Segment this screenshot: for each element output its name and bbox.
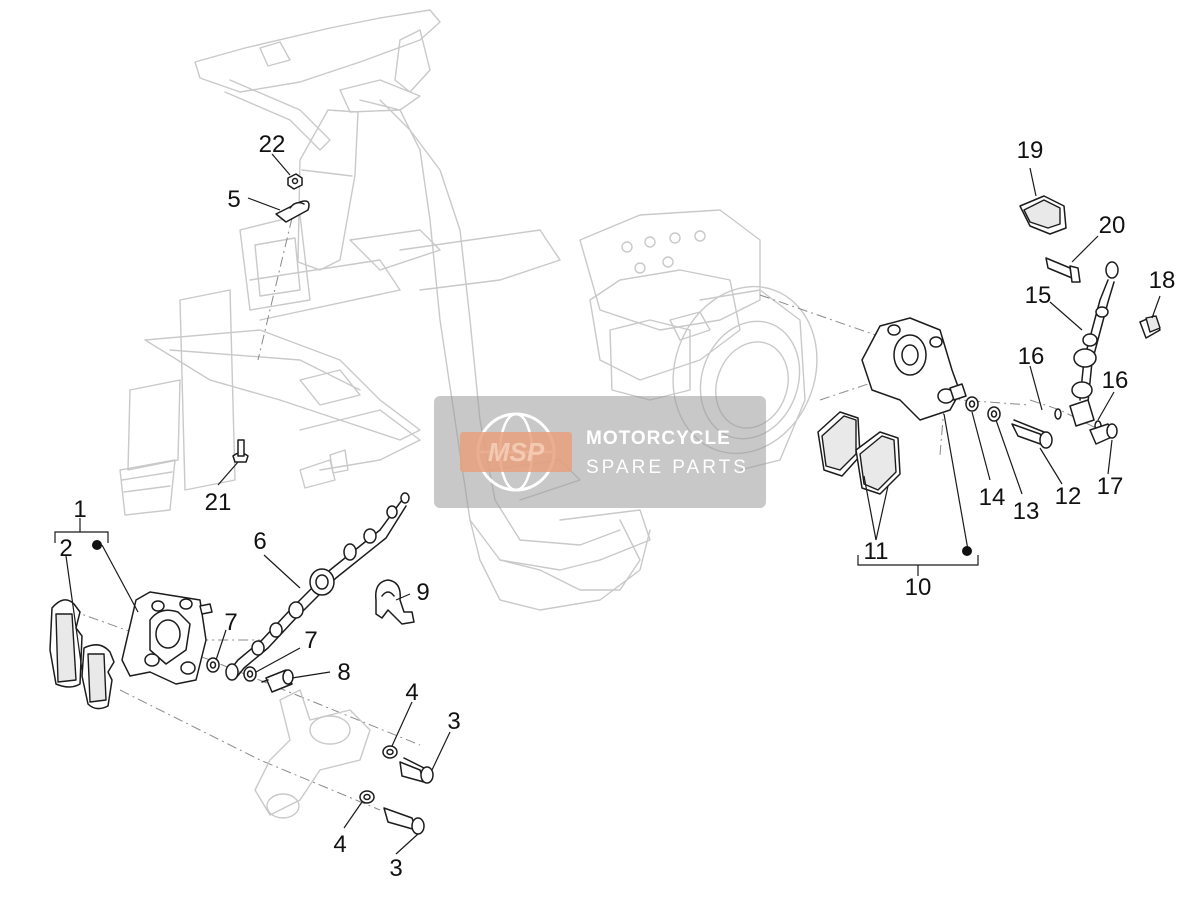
callout-12: 12: [1055, 483, 1082, 510]
callout-16-left: 16: [1018, 343, 1045, 370]
callout-18: 18: [1149, 267, 1176, 294]
callout-7-upper: 7: [224, 609, 237, 636]
watermark-line-1: MOTORCYCLE: [586, 428, 731, 449]
part-12-bolt[interactable]: [1011, 419, 1053, 449]
callout-4-lower: 4: [333, 831, 346, 858]
part-8-banjo-bolt[interactable]: [261, 669, 294, 693]
part-15-brake-hose[interactable]: [1069, 261, 1119, 427]
watermark-line-2: SPARE PARTS: [586, 457, 749, 478]
callout-11: 11: [864, 538, 889, 565]
callout-19: 19: [1017, 137, 1044, 164]
callout-1: 1: [73, 496, 86, 523]
part-16-o-ring-a[interactable]: [1054, 408, 1062, 420]
part-13-washer[interactable]: [987, 406, 1001, 422]
watermark: MSP MOTORCYCLE SPARE PARTS: [434, 396, 766, 508]
part-14-washer[interactable]: [965, 396, 979, 412]
callout-20: 20: [1099, 212, 1126, 239]
watermark-badge: [460, 432, 572, 472]
scooter-frame-ghost: [119, 9, 818, 611]
part-18-clip[interactable]: [1139, 315, 1161, 339]
watermark-box: [434, 396, 766, 508]
watermark-badge-text: MSP: [488, 437, 545, 467]
part-21-screw[interactable]: [232, 439, 249, 463]
kit-marker-dot-right: [962, 546, 972, 556]
part-3-bolt-lower[interactable]: [383, 807, 425, 835]
callout-16-right: 16: [1102, 367, 1129, 394]
callout-14: 14: [979, 484, 1006, 511]
part-10-brake-caliper-right[interactable]: [861, 317, 967, 421]
caliper-mount-bracket: [254, 689, 371, 819]
part-4-washer-upper[interactable]: [382, 745, 398, 759]
part-2-brake-pads-left[interactable]: [49, 599, 115, 710]
callout-8: 8: [337, 659, 350, 686]
part-11-brake-pads-right[interactable]: [817, 411, 901, 495]
callout-17: 17: [1097, 473, 1124, 500]
part-5-clip[interactable]: [275, 200, 310, 223]
part-3-bolt-upper[interactable]: [399, 757, 434, 784]
leader-lines: [54, 153, 1161, 855]
part-17-banjo-fitting[interactable]: [1089, 423, 1118, 445]
callout-10: 10: [905, 574, 932, 601]
callout-22: 22: [259, 131, 286, 158]
callout-7-lower: 7: [304, 627, 317, 654]
part-7-washer-a[interactable]: [206, 657, 220, 673]
callout-13: 13: [1013, 498, 1040, 525]
part-1-brake-caliper-left[interactable]: [121, 591, 213, 685]
part-22-nut[interactable]: [287, 173, 303, 190]
callout-21: 21: [205, 489, 232, 516]
callout-5: 5: [227, 186, 240, 213]
part-20-screw[interactable]: [1045, 257, 1081, 283]
callout-labels: 1 2 3 3 4 4 5 6 7 7 8 9 10 11 12 13 14 1…: [59, 131, 1175, 882]
kit-marker-dot-left: [92, 540, 102, 550]
part-19-bracket[interactable]: [1019, 195, 1067, 235]
part-4-washer-lower[interactable]: [359, 790, 375, 804]
callout-2: 2: [59, 535, 72, 562]
callout-3-lower: 3: [389, 855, 402, 882]
callout-9: 9: [416, 579, 429, 606]
callout-4-upper: 4: [405, 679, 418, 706]
part-9-hose-clamp[interactable]: [375, 579, 415, 625]
callout-6: 6: [253, 528, 266, 555]
part-7-washer-b[interactable]: [243, 666, 257, 682]
callout-15: 15: [1025, 282, 1052, 309]
callout-3-upper: 3: [447, 708, 460, 735]
part-6-brake-hose[interactable]: [225, 492, 410, 681]
